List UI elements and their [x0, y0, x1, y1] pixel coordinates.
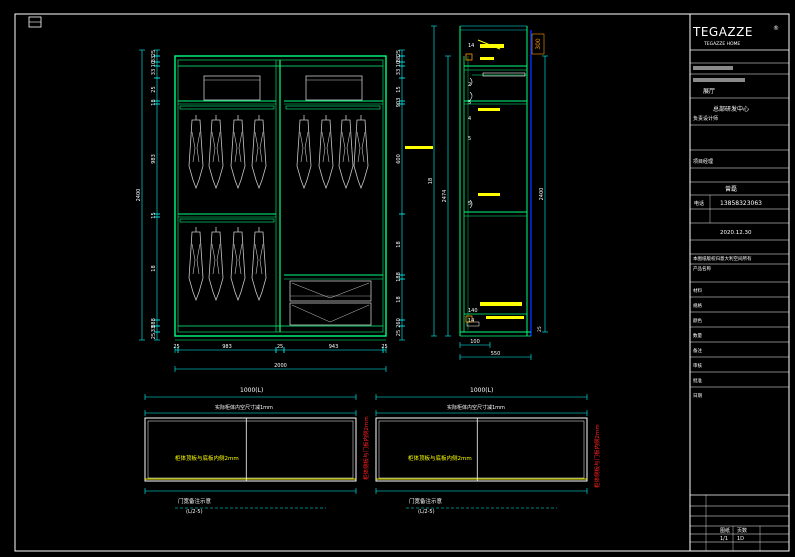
callout-label: 2: [468, 82, 471, 88]
dim-label: 2000: [274, 363, 287, 369]
red-note-right: 柜体侧板与门板内侧2mm: [593, 424, 601, 488]
front-elevation: [174, 55, 387, 341]
title-row-label: 规格: [693, 302, 702, 309]
left-door-caption: 门宽备注示意: [178, 497, 212, 505]
callout-label: 14: [468, 318, 474, 324]
callout-label: 5: [468, 201, 471, 207]
dim-label: 18: [428, 178, 434, 184]
left-door-width: 1000(L): [240, 387, 263, 394]
logo-text: TEGAZZE: [692, 25, 753, 39]
dim-label: 983: [151, 154, 157, 164]
title-row-label: 批准: [693, 377, 702, 384]
title-block: TEGAZZE ® TEGAZZE HOME 展厅 总部研发中心 负责设计师 项…: [689, 14, 789, 551]
right-door-width: 1000(L): [470, 387, 493, 394]
dim-label: 15: [151, 212, 157, 218]
left-door-inner: 实际柜体内空尺寸减1mm: [215, 404, 273, 411]
logo-subtitle: TEGAZZE HOME: [703, 41, 740, 47]
footer-sheet: 1D: [737, 536, 744, 542]
dim-label: 300: [535, 38, 542, 50]
door-inner: [378, 420, 585, 479]
designer-label: 负责设计师: [693, 115, 718, 122]
dim-label: 2474: [442, 190, 448, 203]
title-row-label: 颜色: [693, 317, 702, 324]
footer-label: 图纸: [720, 527, 730, 534]
dim-label: 983: [222, 344, 232, 350]
title-row-label: 数量: [693, 332, 702, 339]
dim-label: 18: [151, 99, 157, 105]
dim-label: 188: [396, 272, 402, 282]
copyright-note: 本图纸版权归意大利空间所有: [693, 255, 752, 262]
callout-label: 4: [468, 116, 471, 122]
door-outline: [144, 417, 357, 482]
callout-label: 5: [468, 100, 471, 106]
dim-label: 15: [396, 86, 402, 92]
dim-label: 888: [151, 318, 157, 328]
dim-label: 25: [396, 330, 402, 336]
callout-label: 5: [468, 136, 471, 142]
footer-page: 1/1: [720, 536, 728, 542]
dim-label: 100: [470, 339, 480, 345]
dim-label: 600: [396, 154, 402, 164]
dim-label: 10: [151, 61, 157, 67]
left-door-note: 柜体顶板与底板内侧2mm: [175, 454, 239, 462]
dim-label: 25: [537, 326, 543, 332]
dim-label: 903: [396, 98, 402, 108]
center-name: 总部研发中心: [713, 105, 749, 113]
item-label: 产品名称: [693, 265, 711, 272]
front-dimensions: 2533103325189831518888332524002588103315…: [136, 49, 405, 372]
dim-label: 25: [173, 344, 179, 350]
left-door-scale: (L/2-5): [186, 509, 203, 515]
person-name: 曾磊: [725, 185, 737, 193]
door-inner: [147, 420, 354, 479]
manager-label: 项目经理: [693, 158, 713, 165]
callout-label: 140: [468, 308, 478, 314]
dim-label: 25: [151, 333, 157, 339]
door-plan-left: [144, 394, 357, 509]
dim-label: 2400: [136, 189, 142, 202]
footer-label2: 页数: [737, 527, 747, 534]
drawing-frame: [14, 13, 790, 552]
title-row-label: 材料: [693, 287, 702, 294]
callout-label: 14: [468, 43, 474, 49]
door-outline: [375, 417, 588, 482]
dim-label: 33: [396, 69, 402, 75]
right-door-note: 柜体顶板与底板内侧2mm: [408, 454, 472, 462]
title-row-label: 日期: [693, 393, 702, 399]
project-name: 展厅: [703, 88, 715, 95]
dim-label: 2400: [539, 188, 545, 201]
phone-label: 电话: [694, 200, 704, 207]
title-row-label: 审核: [693, 362, 702, 369]
dim-label: 18: [396, 296, 402, 302]
drawing-date: 2020.12.30: [720, 230, 752, 236]
dim-label: 33: [151, 56, 157, 62]
dim-box: [531, 33, 545, 55]
dim-label: 33: [151, 326, 157, 332]
dim-label: 18: [151, 265, 157, 271]
right-door-inner: 实际柜体内空尺寸减1mm: [447, 404, 505, 411]
dim-label: 33: [151, 69, 157, 75]
dim-label: 88: [396, 56, 402, 62]
dim-label: 10: [396, 61, 402, 67]
red-note-left: 柜体侧板与门板内侧2mm: [362, 416, 370, 480]
dim-label: 25: [396, 50, 402, 56]
dim-label: 25: [151, 86, 157, 92]
logo-registered: ®: [773, 25, 779, 32]
dim-label: 25: [151, 50, 157, 56]
dim-label: 550: [491, 351, 501, 357]
title-row-label: 备注: [693, 347, 702, 354]
dim-label: 25: [381, 344, 387, 350]
dim-label: 260: [396, 318, 402, 328]
side-section: [405, 25, 532, 337]
door-plan-right: [375, 394, 588, 509]
dim-label: 25: [277, 344, 283, 350]
dim-label: 943: [329, 344, 339, 350]
phone-number: 13858323063: [720, 200, 762, 207]
right-door-caption: 门宽备注示意: [409, 497, 443, 505]
dim-label: 18: [396, 241, 402, 247]
right-door-scale: (L/2-5): [418, 509, 435, 515]
